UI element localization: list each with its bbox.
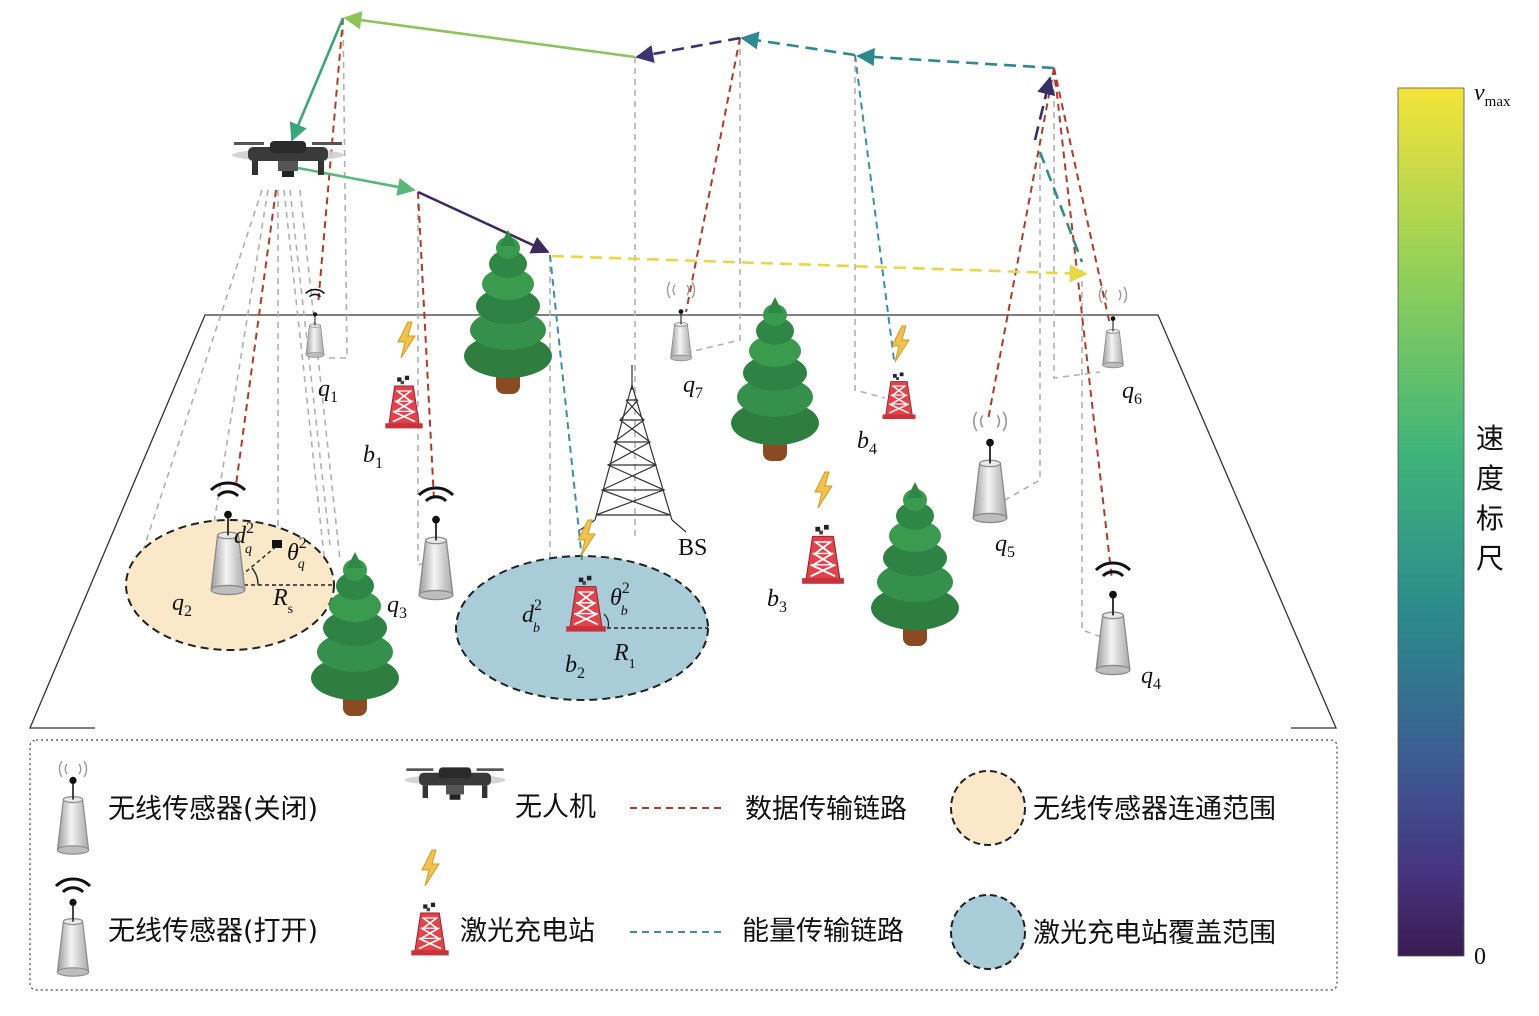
colorbar-title-1: 速: [1476, 422, 1504, 455]
label-q5: q5: [995, 531, 1015, 561]
legend-station-range: 激光充电站覆盖范围: [950, 894, 1276, 970]
energy-links: [549, 54, 895, 561]
label-rs: Rs: [272, 585, 293, 617]
label-q4: q4: [1141, 663, 1161, 693]
label-q7: q7: [683, 372, 703, 402]
data-links: [235, 17, 1113, 581]
traj-seg-9: [635, 36, 741, 63]
svg-text:无人机: 无人机: [515, 792, 596, 823]
legend-energy-link: 能量传输链路: [630, 916, 904, 947]
label-b1: b1: [363, 442, 383, 472]
traj-seg-8: [740, 31, 856, 57]
traj-seg-4: [551, 254, 1088, 283]
speed-colorbar: vmax 0 速 度 标 尺: [1397, 80, 1511, 970]
label-bs: BS: [678, 535, 707, 561]
label-b3: b3: [767, 586, 787, 616]
legend-data-link: 数据传输链路: [630, 794, 907, 825]
svg-text:激光充电站: 激光充电站: [460, 916, 595, 947]
base-station-tower: [579, 365, 687, 533]
svg-text:无线传感器(关闭): 无线传感器(关闭): [108, 794, 318, 825]
svg-text:激光充电站覆盖范围: 激光充电站覆盖范围: [1033, 918, 1276, 949]
label-q3: q3: [387, 592, 407, 622]
uav-trajectory: [289, 11, 1088, 283]
colorbar-min-label: 0: [1474, 944, 1486, 970]
legend: 无线传感器(关闭) 无线传感器(打开) 无人机 激光充电站 数据传输链路 能量传…: [29, 739, 1338, 991]
legend-sensor-on: 无线传感器(打开): [54, 877, 318, 978]
label-b2: b2: [565, 652, 585, 682]
svg-text:能量传输链路: 能量传输链路: [742, 916, 904, 947]
traj-seg-6: [1033, 76, 1055, 141]
svg-text:无线传感器(打开): 无线传感器(打开): [108, 916, 318, 947]
legend-laser-station: 激光充电站: [410, 849, 595, 957]
legend-sensor-off: 无线传感器(关闭): [56, 760, 318, 856]
traj-seg-2: [297, 166, 416, 196]
projection-lines: [134, 17, 1111, 641]
traj-seg-1: [289, 17, 345, 142]
legend-uav: 无人机: [404, 767, 596, 823]
traj-seg-7: [856, 47, 1055, 70]
uav-drone-icon: [232, 141, 344, 177]
colorbar-title-3: 标: [1476, 502, 1504, 535]
label-b4: b4: [857, 428, 877, 458]
traj-seg-5: [1038, 151, 1084, 263]
label-q1: q1: [318, 376, 338, 406]
svg-text:无线传感器连通范围: 无线传感器连通范围: [1033, 794, 1276, 825]
colorbar-title-2: 度: [1476, 462, 1504, 495]
colorbar-max-label: vmax: [1474, 80, 1511, 110]
colorbar-title-4: 尺: [1476, 542, 1504, 575]
label-r1: R1: [613, 640, 636, 672]
label-q6: q6: [1122, 378, 1142, 408]
tree-icon: [464, 230, 552, 394]
traj-seg-10: [343, 11, 636, 59]
label-q2: q2: [172, 590, 192, 620]
traj-seg-3: [417, 190, 550, 254]
svg-text:数据传输链路: 数据传输链路: [745, 794, 907, 825]
legend-sensor-range: 无线传感器连通范围: [950, 770, 1276, 846]
